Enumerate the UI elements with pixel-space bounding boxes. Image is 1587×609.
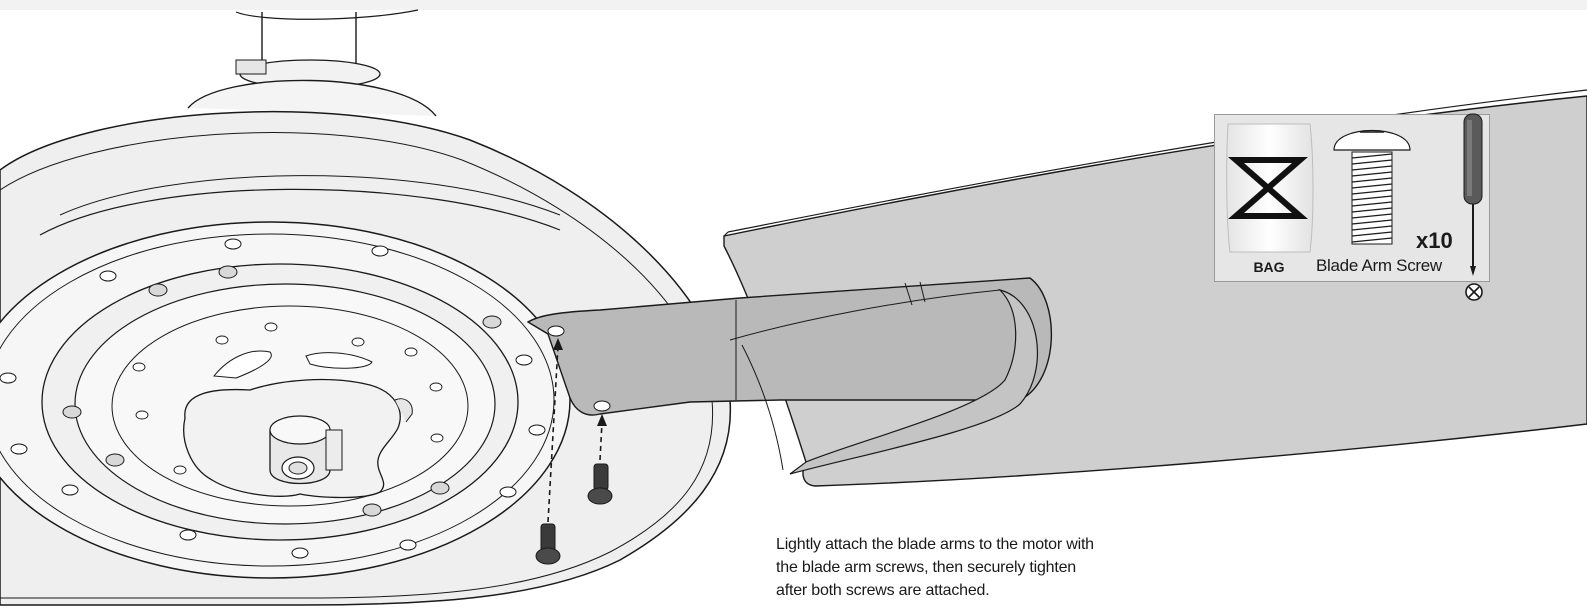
instruction-line: Lightly attach the blade arms to the mot… (776, 536, 1094, 553)
top-strip (0, 0, 1587, 10)
blade-arm-screw-right (587, 414, 613, 505)
blade-arm-screw-left (535, 338, 563, 565)
quantity-label: x10 (1416, 228, 1453, 253)
fan-motor-housing (0, 9, 732, 606)
screw-name-label: Blade Arm Screw (1316, 256, 1442, 275)
blade-arm-screw-icon (1333, 129, 1411, 245)
instruction-line: the blade arm screws, then securely tigh… (776, 559, 1077, 576)
blade-arm (526, 277, 1053, 475)
phillips-screwdriver-icon (1463, 113, 1483, 301)
instruction-text: Lightly attach the blade arms to the mot… (776, 533, 1176, 602)
bag-label: BAG (1253, 259, 1285, 275)
hourglass-icon (1226, 123, 1314, 253)
instruction-line: after both screws are attached. (776, 582, 990, 599)
